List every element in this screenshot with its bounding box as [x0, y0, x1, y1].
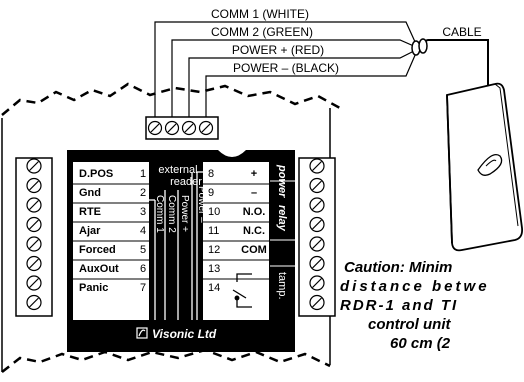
vlabel-power-plus: Power +: [179, 195, 190, 232]
brand-logo-icon: [136, 327, 148, 339]
wire-label-power-plus: POWER + (RED): [232, 43, 324, 57]
left-screw-5: [26, 236, 42, 252]
cable-label: CABLE: [442, 25, 481, 39]
vlabel-comm1: Comm 1: [154, 195, 165, 233]
right-terminal-block: [298, 157, 336, 317]
terminal-number: 13: [208, 263, 220, 275]
top-screw-4: [198, 120, 214, 136]
reader-device: [446, 82, 524, 252]
top-screw-1: [147, 120, 163, 136]
left-screw-4: [26, 216, 42, 233]
wire-bundle: [154, 21, 489, 117]
external-reader-line2: reader: [170, 176, 202, 188]
terminal-name: N.O.: [243, 206, 266, 218]
left-terminal-row: D.POS 1: [73, 168, 149, 185]
terminal-number: 12: [208, 244, 220, 256]
tamper-switch-icon: [232, 273, 252, 308]
right-screw-6: [309, 255, 325, 272]
terminal-number: 1: [140, 168, 146, 180]
left-screw-3: [26, 197, 42, 213]
terminal-name: –: [251, 187, 257, 199]
right-terminal-row: 11 N.C.: [203, 225, 269, 242]
left-screw-6: [26, 255, 42, 272]
terminal-name: Gnd: [79, 187, 101, 199]
right-terminal-row: 10 N.O.: [203, 206, 269, 223]
left-terminal-block: [15, 157, 53, 317]
caution-note: Caution: Minim distance betwe RDR-1 and …: [340, 258, 524, 353]
terminal-name: N.C.: [243, 225, 265, 237]
right-screw-7: [309, 275, 325, 291]
right-screw-2: [309, 177, 325, 194]
terminal-name: COM: [241, 244, 267, 256]
reader-logo-icon: [477, 153, 503, 176]
terminal-number: 2: [140, 187, 146, 199]
terminal-number: 14: [208, 282, 220, 294]
brand-name: Visonic Ltd: [152, 327, 217, 341]
terminal-name: Panic: [79, 282, 108, 294]
caution-line-2: distance betwe: [340, 278, 490, 295]
right-screw-4: [309, 216, 325, 233]
top-screw-3: [181, 120, 197, 136]
right-terminal-row: 12 COM: [203, 244, 269, 261]
vlabel-comm2: Comm 2: [166, 195, 177, 233]
right-terminal-row: 13: [203, 263, 269, 280]
caution-line-1: Caution: Minim: [344, 259, 453, 276]
terminal-name: Forced: [79, 244, 116, 256]
vlabel-power-minus: Power –: [196, 186, 207, 223]
right-screw-3: [309, 197, 325, 213]
terminal-number: 8: [208, 168, 214, 180]
terminal-number: 5: [140, 244, 146, 256]
left-terminal-row: Forced 5: [73, 244, 149, 261]
right-screw-8: [309, 294, 325, 311]
left-terminal-row: AuxOut 6: [73, 263, 149, 280]
terminal-name: RTE: [79, 206, 101, 218]
terminal-number: 3: [140, 206, 146, 218]
group-label-relay: relay: [276, 205, 288, 232]
internal-wiring: [149, 171, 203, 320]
top-connector: [145, 116, 219, 140]
left-screw-1: [26, 158, 42, 174]
wire-label-comm1: COMM 1 (WHITE): [211, 7, 309, 21]
terminal-number: 11: [208, 225, 219, 237]
right-screw-5: [309, 236, 325, 252]
external-reader-line1: external: [158, 164, 197, 176]
right-screw-1: [309, 158, 325, 174]
top-screw-2: [164, 120, 180, 136]
caution-line-5: 60 cm (2: [390, 335, 451, 352]
left-screw-7: [26, 275, 42, 291]
caution-line-4: control unit: [368, 316, 451, 333]
terminal-number: 7: [140, 282, 146, 294]
left-screw-8: [26, 294, 42, 311]
terminal-name: AuxOut: [79, 263, 119, 275]
right-terminal-row: 8+: [203, 168, 269, 185]
terminal-number: 10: [208, 206, 220, 218]
board-outline: [1, 82, 341, 373]
left-terminal-row: Panic 7: [79, 282, 146, 294]
terminal-number: 6: [140, 263, 146, 275]
group-label-power: power: [276, 164, 288, 198]
terminal-name: Ajar: [79, 225, 101, 237]
wire-label-power-minus: POWER – (BLACK): [233, 61, 339, 75]
right-terminal-row: 14: [208, 282, 220, 294]
left-screw-2: [26, 177, 42, 194]
wire-label-comm2: COMM 2 (GREEN): [211, 25, 313, 39]
caution-line-3: RDR-1 and TI: [340, 297, 459, 314]
left-terminal-row: Gnd 2: [73, 187, 149, 204]
terminal-name: D.POS: [79, 168, 113, 180]
left-terminal-row: Ajar 4: [73, 225, 149, 242]
right-terminal-row: 9–: [203, 187, 269, 204]
terminal-number: 9: [208, 187, 214, 199]
terminal-name: +: [251, 168, 257, 180]
group-label-tamp: tamp.: [276, 272, 288, 300]
terminal-number: 4: [140, 225, 146, 237]
left-terminal-row: RTE 3: [73, 206, 149, 223]
